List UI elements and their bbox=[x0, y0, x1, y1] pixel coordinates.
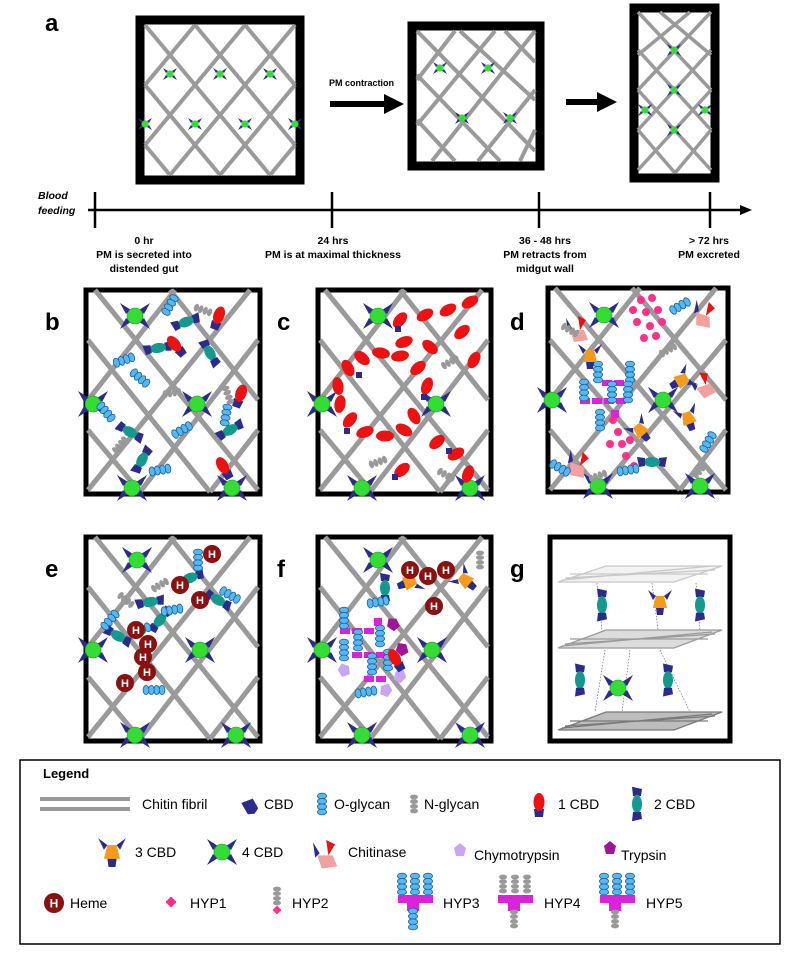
legend-cbd: CBD bbox=[264, 796, 294, 812]
hyp4-swatch bbox=[498, 874, 533, 929]
legend-1-cbd: 1 CBD bbox=[558, 796, 599, 812]
time-3: > 72 hrs bbox=[689, 235, 729, 247]
legend-hyp1: HYP1 bbox=[190, 895, 227, 911]
legend-n-glycan: N-glycan bbox=[424, 796, 479, 812]
panel-b bbox=[77, 287, 263, 502]
chitin-fibril-swatch bbox=[40, 797, 130, 811]
legend-chitin-fibril: Chitin fibril bbox=[142, 796, 207, 812]
two-cbd-swatch bbox=[632, 786, 642, 822]
heme-swatch: H bbox=[44, 893, 64, 913]
event-1-line1: PM is at maximal thickness bbox=[265, 249, 401, 261]
legend: Legend Chitin fibril CBD O-glycan N-glyc… bbox=[19, 759, 781, 945]
pm-box-24hr bbox=[407, 21, 545, 171]
blood-feeding-line2: feeding bbox=[38, 205, 76, 217]
one-cbd-swatch bbox=[533, 793, 545, 817]
legend-hyp2: HYP2 bbox=[292, 895, 329, 911]
panel-e bbox=[77, 534, 263, 749]
timeline bbox=[88, 192, 752, 228]
pm-box-0hr bbox=[135, 15, 305, 185]
excretion-arrow bbox=[566, 92, 617, 112]
panel-f bbox=[306, 534, 494, 749]
contraction-arrow bbox=[330, 94, 404, 114]
panel-label-b: b bbox=[45, 309, 60, 336]
pm-box-48hr bbox=[629, 3, 720, 183]
panel-label-f: f bbox=[277, 556, 286, 583]
legend-chitinase: Chitinase bbox=[348, 844, 407, 860]
hyp3-swatch bbox=[396, 872, 434, 931]
legend-4-cbd: 4 CBD bbox=[242, 844, 283, 860]
panel-g bbox=[547, 534, 733, 744]
legend-o-glycan: O-glycan bbox=[334, 796, 390, 812]
panel-label-g: g bbox=[510, 556, 525, 583]
time-0: 0 hr bbox=[134, 235, 153, 247]
legend-2-cbd: 2 CBD bbox=[654, 796, 695, 812]
time-2: 36 - 48 hrs bbox=[519, 235, 571, 247]
event-0-line2: distended gut bbox=[110, 263, 179, 275]
legend-title: Legend bbox=[43, 766, 89, 781]
time-1: 24 hrs bbox=[318, 235, 349, 247]
panel-label-d: d bbox=[510, 309, 525, 336]
legend-hyp5: HYP5 bbox=[646, 895, 683, 911]
legend-trypsin: Trypsin bbox=[621, 847, 666, 863]
event-3-line1: PM excreted bbox=[678, 249, 740, 261]
legend-3-cbd: 3 CBD bbox=[135, 844, 176, 860]
arrow-label: PM contraction bbox=[329, 78, 394, 88]
legend-heme: Heme bbox=[70, 895, 108, 911]
panel-label-a: a bbox=[45, 10, 59, 37]
blood-feeding-line1: Blood bbox=[38, 190, 68, 202]
hyp5-swatch bbox=[599, 872, 635, 929]
legend-hyp3: HYP3 bbox=[443, 895, 480, 911]
event-0-line1: PM is secreted into bbox=[96, 249, 192, 261]
legend-chymotrypsin: Chymotrypsin bbox=[474, 847, 560, 863]
event-2-line2: midgut wall bbox=[516, 263, 574, 275]
panel-c bbox=[306, 287, 494, 502]
panel-label-c: c bbox=[277, 309, 290, 336]
panel-label-e: e bbox=[45, 556, 58, 583]
o-glycan-swatch bbox=[316, 792, 328, 816]
panel-d bbox=[536, 285, 731, 500]
heme-letter: H bbox=[50, 897, 59, 911]
event-2-line1: PM retracts from bbox=[503, 249, 586, 261]
legend-hyp4: HYP4 bbox=[544, 895, 581, 911]
